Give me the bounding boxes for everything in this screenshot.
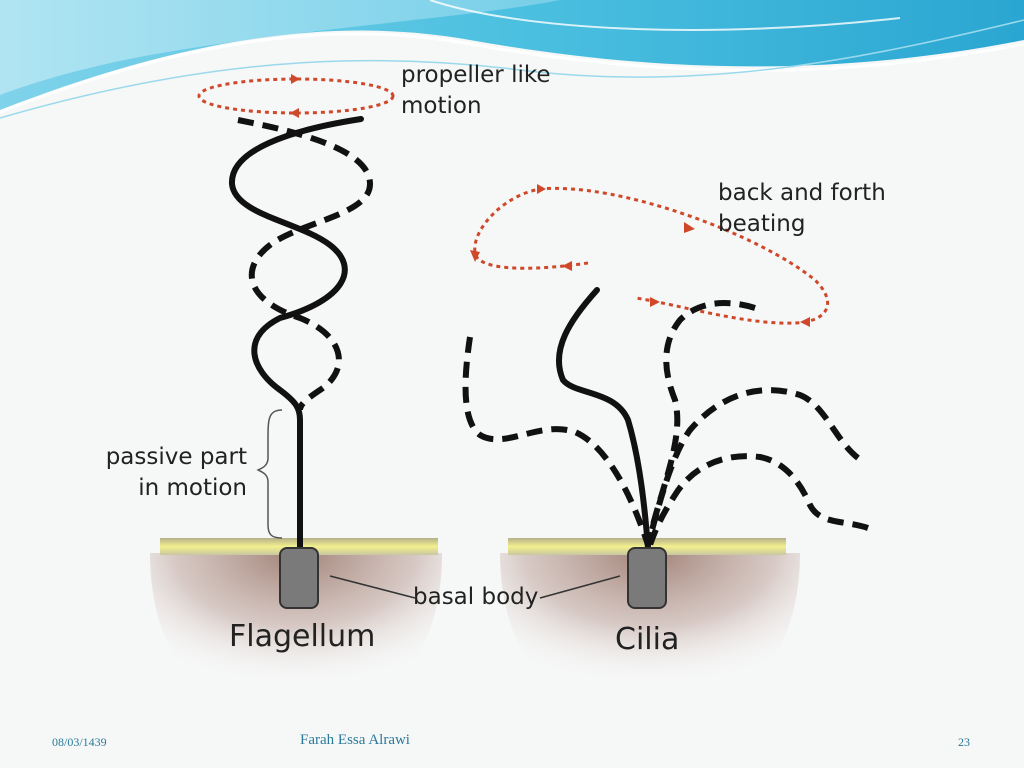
label-basal-body: basal body	[413, 584, 539, 610]
label-backforth-line1: back and forth	[718, 180, 886, 206]
backforth-arrowhead-2	[684, 222, 695, 233]
label-propeller-line1: propeller like	[401, 62, 551, 88]
backforth-motion-arrow	[473, 186, 829, 325]
footer-author: Farah Essa Alrawi	[300, 732, 410, 748]
cilium-solid-strand	[556, 287, 651, 551]
basal-body-pointer-right	[539, 575, 621, 599]
flagellum-cell-body	[150, 553, 442, 730]
cilia-basal-body	[627, 547, 667, 609]
propeller-motion-arrow	[197, 77, 395, 115]
propeller-arrowhead-top	[291, 74, 300, 84]
footer-page-number: 23	[958, 735, 970, 749]
backforth-arrowhead-3	[470, 250, 480, 262]
cilia-cell-body	[500, 553, 800, 730]
backforth-arrowhead-4	[562, 261, 572, 271]
label-propeller-motion: propeller like motion	[401, 60, 551, 122]
footer-date: 08/03/1439	[52, 735, 107, 749]
label-passive-part: passive part in motion	[97, 442, 247, 504]
label-flagellum: Flagellum	[229, 619, 376, 654]
basal-body-pointer-left	[329, 575, 416, 599]
label-passive-line1: passive part	[105, 444, 247, 470]
propeller-arrowhead-bottom	[290, 108, 299, 118]
label-propeller-line2: motion	[401, 93, 482, 119]
flagellum-solid-strand	[228, 116, 364, 550]
flagellum-dashed-strand	[237, 117, 374, 411]
label-passive-line2: in motion	[138, 475, 247, 501]
label-cilia: Cilia	[615, 622, 680, 657]
backforth-arrowhead-6	[650, 297, 660, 307]
cilium-dashed-strands	[462, 300, 869, 546]
label-backforth-line2: beating	[718, 211, 806, 237]
passive-part-bracket	[256, 409, 283, 539]
flagellum-basal-body	[279, 547, 319, 609]
header-wave-decoration	[0, 0, 1024, 119]
label-backforth-beating: back and forth beating	[718, 178, 886, 240]
backforth-arrowhead-5	[800, 317, 810, 327]
backforth-arrowhead-1	[537, 184, 546, 194]
